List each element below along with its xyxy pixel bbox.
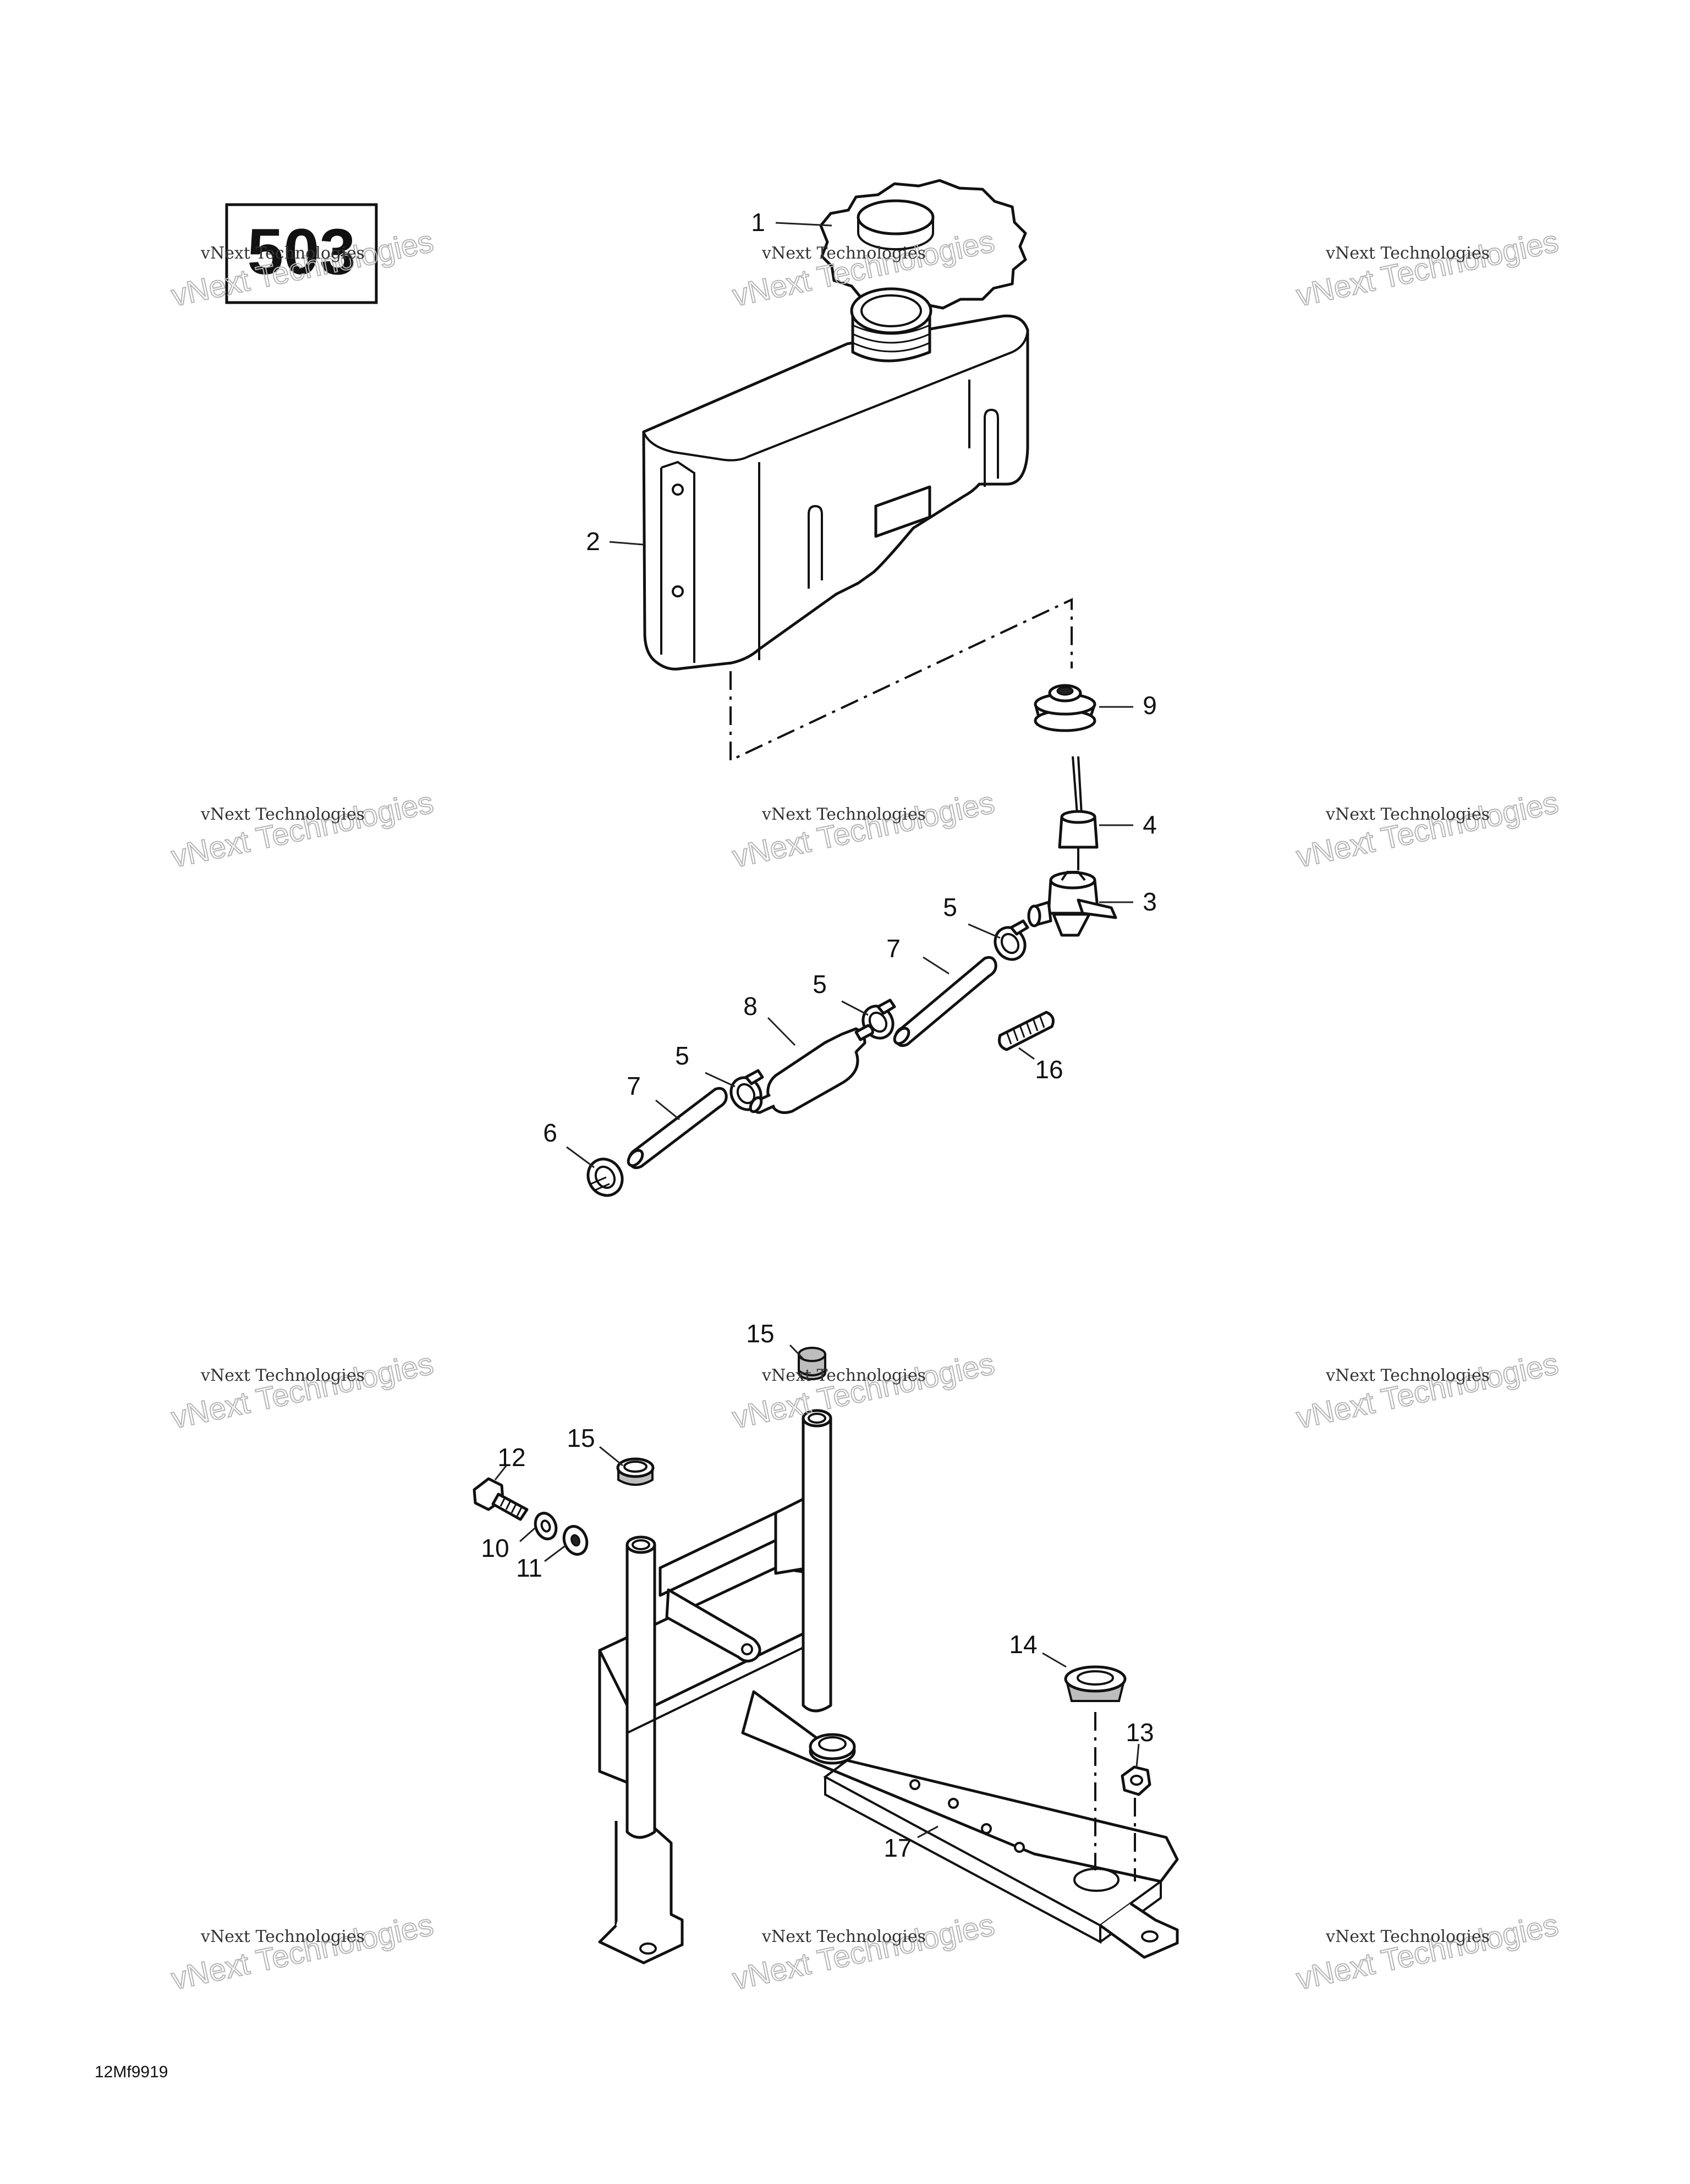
watermark: vNext Technologies vNext Technologies	[168, 1345, 437, 1435]
watermark-small: vNext Technologies	[1325, 1927, 1490, 1946]
fuel-hose-upper	[893, 956, 997, 1047]
watermark: vNext Technologies vNext Technologies	[1293, 784, 1562, 874]
callout-7-upper: 7	[886, 934, 901, 963]
callout-5-upper: 5	[943, 893, 957, 921]
callout-1: 1	[751, 208, 765, 237]
watermark: vNext Technologies vNext Technologies	[729, 784, 998, 874]
strainer	[1058, 756, 1099, 870]
callout-15-top: 15	[746, 1319, 774, 1348]
fuel-filter	[749, 1024, 874, 1114]
callout-17: 17	[884, 1834, 912, 1862]
hose-clamp-end	[586, 1157, 624, 1197]
watermark-small: vNext Technologies	[761, 1927, 926, 1946]
callout-4: 4	[1143, 810, 1157, 839]
bolt	[473, 1477, 529, 1521]
watermark: vNext Technologies vNext Technologies	[1293, 1345, 1562, 1435]
watermark-small: vNext Technologies	[761, 805, 926, 824]
watermark-small: vNext Technologies	[1325, 244, 1490, 263]
leader-lines	[494, 222, 1140, 1839]
callout-7-lower: 7	[627, 1072, 641, 1100]
fuel-valve	[1027, 871, 1117, 937]
callout-8: 8	[743, 992, 758, 1020]
callout-3: 3	[1143, 887, 1157, 916]
watermark-small: vNext Technologies	[761, 1366, 926, 1385]
watermark-large: vNext Technologies	[1293, 784, 1561, 874]
callouts: 1 2 3 4 5 5 5 6 7 7 8 9 10 11 12 13 14 1…	[481, 208, 1156, 1862]
watermark-large: vNext Technologies	[729, 784, 997, 874]
watermark: vNext Technologies vNext Technologies	[168, 784, 437, 874]
fuel-cap	[819, 179, 1027, 310]
spring	[998, 1011, 1055, 1051]
stand-grommet	[1064, 1665, 1127, 1702]
watermark-large: vNext Technologies	[1293, 1346, 1561, 1435]
fuel-hose-lower	[627, 1086, 728, 1170]
watermark-small: vNext Technologies	[200, 1366, 365, 1385]
callout-5-lower: 5	[675, 1041, 689, 1070]
flat-washer	[562, 1525, 589, 1556]
callout-12: 12	[497, 1443, 525, 1472]
watermark: vNext Technologies vNext Technologies	[168, 1906, 437, 1996]
watermark-small: vNext Technologies	[1325, 805, 1490, 824]
watermark: vNext Technologies vNext Technologies	[729, 1906, 998, 1996]
watermark: vNext Technologies vNext Technologies	[1293, 1906, 1562, 1996]
callout-16: 16	[1035, 1055, 1063, 1084]
tube-cap-left	[616, 1457, 655, 1486]
callout-15-left: 15	[567, 1424, 595, 1452]
tank-stand	[598, 1409, 1179, 1964]
watermark-large: vNext Technologies	[1293, 223, 1561, 312]
hose-clamp-upper	[994, 919, 1029, 961]
watermark-large: vNext Technologies	[729, 1907, 997, 1996]
watermark-large: vNext Technologies	[168, 784, 436, 874]
callout-5-middle: 5	[813, 970, 827, 998]
page-label-box: 503	[225, 203, 378, 304]
callout-2: 2	[586, 527, 600, 556]
watermark-small: vNext Technologies	[761, 244, 926, 263]
alignment-line	[729, 597, 1073, 762]
figure-code: 12Mf9919	[95, 2063, 168, 2081]
callout-6: 6	[543, 1118, 557, 1147]
watermark-small: vNext Technologies	[200, 1927, 365, 1946]
watermark-large: vNext Technologies	[1293, 1907, 1561, 1996]
grommet	[1034, 684, 1096, 732]
callout-11: 11	[516, 1554, 542, 1582]
watermark-large: vNext Technologies	[168, 1346, 436, 1435]
fuel-tank	[642, 287, 1029, 671]
watermark: vNext Technologies vNext Technologies	[1293, 223, 1562, 313]
watermark: vNext Technologies vNext Technologies	[729, 1345, 998, 1435]
lock-washer	[534, 1512, 558, 1540]
callout-14: 14	[1009, 1630, 1037, 1659]
watermark-small: vNext Technologies	[1325, 1366, 1490, 1385]
page-label: 503	[248, 216, 356, 288]
watermark-large: vNext Technologies	[729, 1346, 997, 1435]
watermark-large: vNext Technologies	[168, 1907, 436, 1996]
callout-9: 9	[1143, 691, 1157, 720]
callout-13: 13	[1126, 1718, 1154, 1747]
nut	[1121, 1765, 1151, 1796]
callout-10: 10	[481, 1534, 509, 1562]
watermark-small: vNext Technologies	[200, 244, 365, 263]
tube-cap-top	[798, 1347, 826, 1380]
watermark-small: vNext Technologies	[200, 805, 365, 824]
